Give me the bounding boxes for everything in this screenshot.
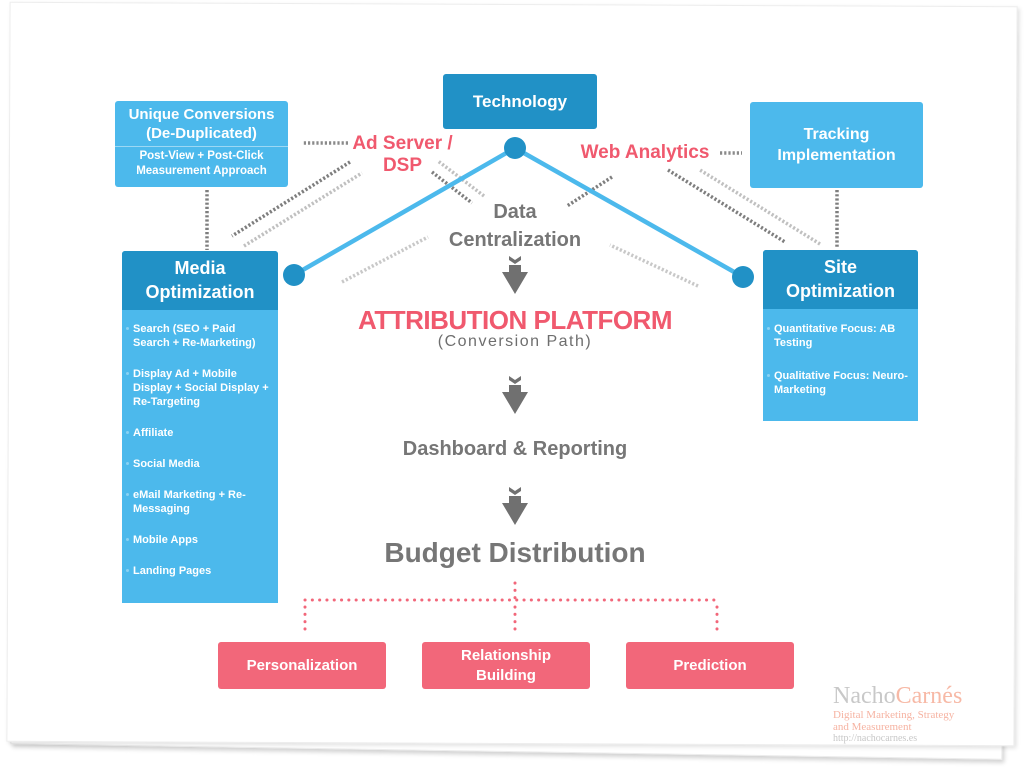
- unique-conversions-sub-1: Post-View + Post-Click: [139, 150, 264, 162]
- prediction-label: Prediction: [673, 656, 747, 674]
- media-optimization-panel: Media Optimization Search (SEO + Paid Se…: [122, 251, 278, 603]
- connector-node-left: [283, 264, 305, 286]
- web-analytics-label: Web Analytics: [580, 142, 710, 163]
- unique-conversions-title-2: (De-Duplicated): [146, 125, 257, 142]
- media-title-1: Media: [174, 258, 226, 278]
- unique-conversions-title-1: Unique Conversions: [128, 106, 275, 123]
- tracking-label-2: Implementation: [777, 147, 896, 164]
- site-title-1: Site: [823, 257, 857, 277]
- site-optimization-panel: Site Optimization Quantitative Focus: AB…: [763, 250, 918, 421]
- list-item: Mobile Apps: [126, 533, 272, 547]
- watermark-tagline-2: and Measurement: [833, 721, 912, 733]
- list-item: eMail Marketing + Re-Messaging: [126, 488, 272, 516]
- chevron-center-to-dsp: [436, 159, 486, 198]
- technology-label: Technology: [472, 91, 568, 111]
- connector-node-right: [732, 266, 754, 288]
- tracking-label-1: Tracking: [803, 126, 870, 143]
- chevron-wa-to-site: [667, 168, 786, 244]
- connector-node-top: [504, 137, 526, 159]
- prediction-box: Prediction: [626, 642, 794, 689]
- author-watermark: NachoCarnés Digital Marketing, Strategy …: [833, 683, 962, 745]
- site-focus-list: Quantitative Focus: AB Testing Qualitati…: [763, 309, 918, 397]
- unique-conversions-sub-2: Measurement Approach: [136, 165, 267, 177]
- list-item: Display Ad + Mobile Display + Social Dis…: [126, 367, 272, 409]
- ad-server-label-2: DSP: [382, 155, 423, 176]
- technology-connector: [283, 137, 754, 288]
- watermark-name-first: Nacho: [833, 683, 896, 709]
- distribution-connector: [303, 581, 719, 637]
- watermark-name-last: Carnés: [895, 683, 963, 709]
- data-centralization-label: Data Centralization: [430, 198, 600, 254]
- data-centralization-2: Centralization: [448, 229, 582, 251]
- watermark-name: NachoCarnés: [833, 683, 962, 709]
- watermark-tagline-1: Digital Marketing, Strategy: [833, 709, 955, 721]
- ad-server-dsp-label: Ad Server / DSP: [345, 133, 460, 177]
- attribution-platform-subtitle: (Conversion Path): [437, 333, 593, 350]
- site-optimization-header: Site Optimization: [763, 250, 918, 309]
- personalization-box: Personalization: [218, 642, 386, 689]
- chevron-dsp-to-center: [430, 170, 474, 205]
- budget-distribution-label: Budget Distribution: [384, 537, 646, 568]
- chevron-site-to-center: [609, 243, 699, 288]
- ad-server-label-1: Ad Server /: [352, 133, 453, 154]
- unique-conversions-box: Unique Conversions (De-Duplicated) Post-…: [115, 101, 288, 187]
- data-centralization-1: Data: [493, 201, 537, 223]
- media-channel-list: Search (SEO + Paid Search + Re-Marketing…: [122, 310, 278, 578]
- relationship-building-box: Relationship Building: [422, 642, 590, 689]
- media-title-2: Optimization: [145, 282, 255, 302]
- list-item: Social Media: [126, 457, 272, 471]
- down-arrow-icon: [502, 487, 528, 525]
- watermark-url: http://nachocarnes.es: [833, 733, 918, 744]
- divider: [115, 146, 288, 147]
- list-item: Quantitative Focus: AB Testing: [767, 322, 912, 350]
- dashboard-reporting-label: Dashboard & Reporting: [402, 438, 628, 460]
- relationship-label-2: Building: [475, 666, 536, 684]
- chevron-media-to-center: [341, 235, 429, 284]
- attribution-platform-title: ATTRIBUTION PLATFORM: [358, 305, 672, 335]
- tracking-implementation-box: Tracking Implementation: [750, 102, 923, 188]
- relationship-label-1: Relationship: [460, 646, 551, 664]
- list-item: Qualitative Focus: Neuro-Marketing: [767, 369, 912, 397]
- list-item: Affiliate: [126, 426, 272, 440]
- media-optimization-header: Media Optimization: [122, 251, 278, 310]
- list-item: Search (SEO + Paid Search + Re-Marketing…: [126, 322, 272, 350]
- technology-box: Technology: [443, 74, 597, 129]
- flow-arrows: [502, 256, 528, 525]
- list-item: Landing Pages: [126, 564, 272, 578]
- site-title-2: Optimization: [786, 281, 895, 301]
- personalization-label: Personalization: [246, 656, 358, 674]
- chevron-media-to-dsp: [243, 171, 363, 248]
- down-arrow-icon: [502, 376, 528, 414]
- down-arrow-icon: [502, 256, 528, 294]
